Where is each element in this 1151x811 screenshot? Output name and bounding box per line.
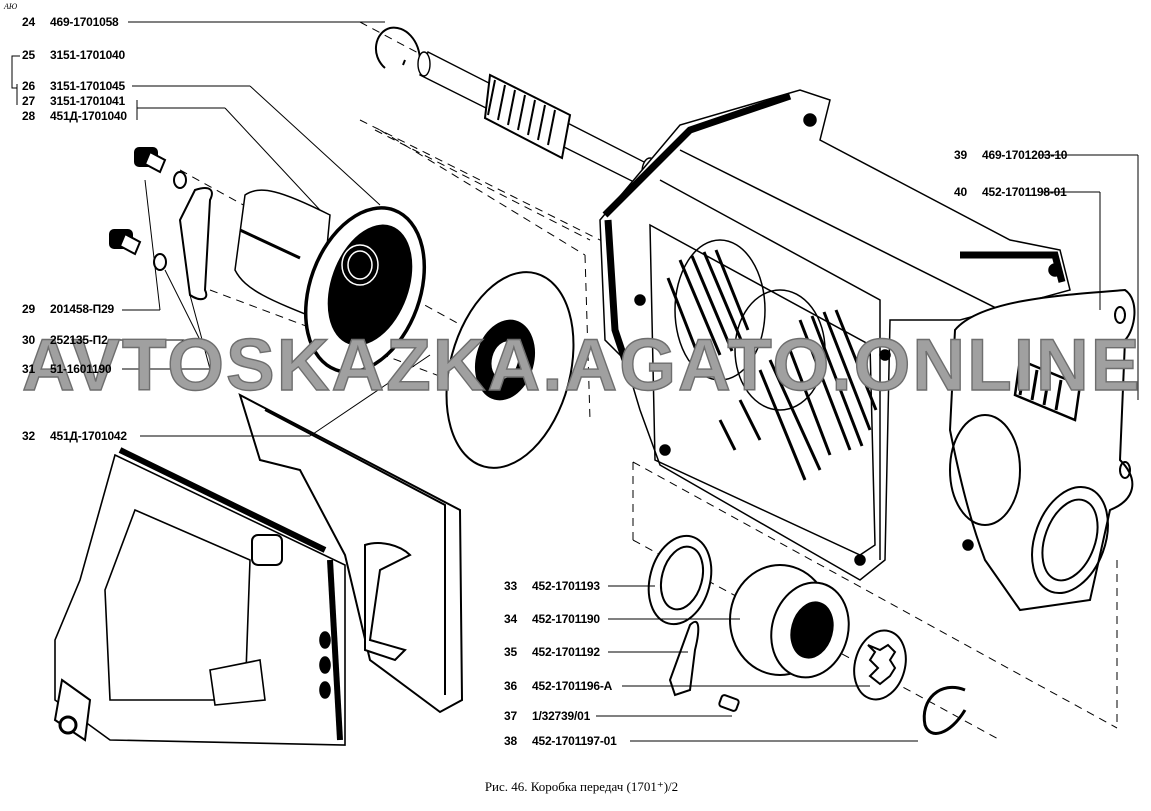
snap-ring-24 <box>375 26 421 69</box>
caption-text: Рис. 46. Коробка передач (1701⁺)/2 <box>484 779 679 794</box>
part-number: 39 <box>954 148 967 162</box>
part-label-25[interactable]: 25 3151-1701040 <box>22 48 125 62</box>
part-number: 28 <box>22 109 35 123</box>
part-label-36[interactable]: 36 452-1701196-А <box>504 679 612 693</box>
corner-mark: АЮ <box>4 2 18 11</box>
gasket-32-drawing <box>238 393 464 714</box>
gearbox-housing-drawing <box>599 89 1071 581</box>
part-number: 36 <box>504 679 517 693</box>
part-label-32[interactable]: 32 451Д-1701042 <box>22 429 127 443</box>
part-label-27[interactable]: 27 3151-1701041 <box>22 94 125 108</box>
part-code: 3151-1701040 <box>50 48 126 62</box>
part-code: 469-1701058 <box>50 15 119 29</box>
part-number: 30 <box>22 333 35 347</box>
part-number: 25 <box>22 48 35 62</box>
leader-lines <box>11 21 1139 742</box>
part-label-40[interactable]: 40 452-1701198-01 <box>954 185 1067 199</box>
part-code: 452-1701190 <box>532 612 600 626</box>
part-number: 34 <box>504 612 517 626</box>
part-code: 452-1701197-01 <box>532 734 617 748</box>
part-number: 33 <box>504 579 517 593</box>
bearing-cover-drawing <box>234 189 427 374</box>
part-code: 51-1601190 <box>50 362 112 376</box>
part-number: 31 <box>22 362 35 376</box>
part-code: 3151-1701045 <box>50 79 126 93</box>
part-code: 252135-П2 <box>50 333 108 347</box>
part-number: 27 <box>22 94 35 108</box>
lower-parts-drawing <box>647 534 967 735</box>
figure-caption: Рис. 46. Коробка передач (1701⁺)/2 <box>0 779 1151 795</box>
part-label-26[interactable]: 26 3151-1701045 <box>22 79 125 93</box>
part-label-24[interactable]: 24 469-1701058 <box>22 15 119 29</box>
part-code: 201458-П29 <box>50 302 115 316</box>
part-number: 29 <box>22 302 35 316</box>
part-label-39[interactable]: 39 469-1701203-10 <box>954 148 1067 162</box>
part-number: 37 <box>504 709 517 723</box>
part-number: 32 <box>22 429 35 443</box>
part-label-30[interactable]: 30 252135-П2 <box>22 333 108 347</box>
part-code: 451Д-1701040 <box>50 109 127 123</box>
part-code: 452-1701192 <box>532 645 600 659</box>
part-number: 24 <box>22 15 35 29</box>
internal-gears <box>666 249 878 481</box>
part-code: 1/32739/01 <box>532 709 591 723</box>
part-label-33[interactable]: 33 452-1701193 <box>504 579 600 593</box>
part-code: 451Д-1701042 <box>50 429 127 443</box>
seal-ring-drawing <box>445 271 575 469</box>
input-shaft-drawing <box>417 51 659 187</box>
part-label-31[interactable]: 31 51-1601190 <box>22 362 112 376</box>
part-number: 40 <box>954 185 967 199</box>
part-label-35[interactable]: 35 452-1701192 <box>504 645 600 659</box>
part-code: 452-1701198-01 <box>982 185 1067 199</box>
part-code: 452-1701193 <box>532 579 600 593</box>
bolts-washers-drawing <box>109 147 213 301</box>
rear-cover-gasket-drawing <box>948 288 1136 612</box>
part-label-28[interactable]: 28 451Д-1701040 <box>22 109 127 123</box>
part-label-34[interactable]: 34 452-1701190 <box>504 612 600 626</box>
shift-cover-drawing <box>53 447 412 746</box>
part-number: 26 <box>22 79 35 93</box>
part-code: 3151-1701041 <box>50 94 126 108</box>
part-code: 452-1701196-А <box>532 679 613 693</box>
part-label-29[interactable]: 29 201458-П29 <box>22 302 114 316</box>
part-number: 35 <box>504 645 517 659</box>
part-label-37[interactable]: 37 1/32739/01 <box>504 709 590 723</box>
part-code: 469-1701203-10 <box>982 148 1068 162</box>
part-label-38[interactable]: 38 452-1701197-01 <box>504 734 617 748</box>
part-number: 38 <box>504 734 517 748</box>
